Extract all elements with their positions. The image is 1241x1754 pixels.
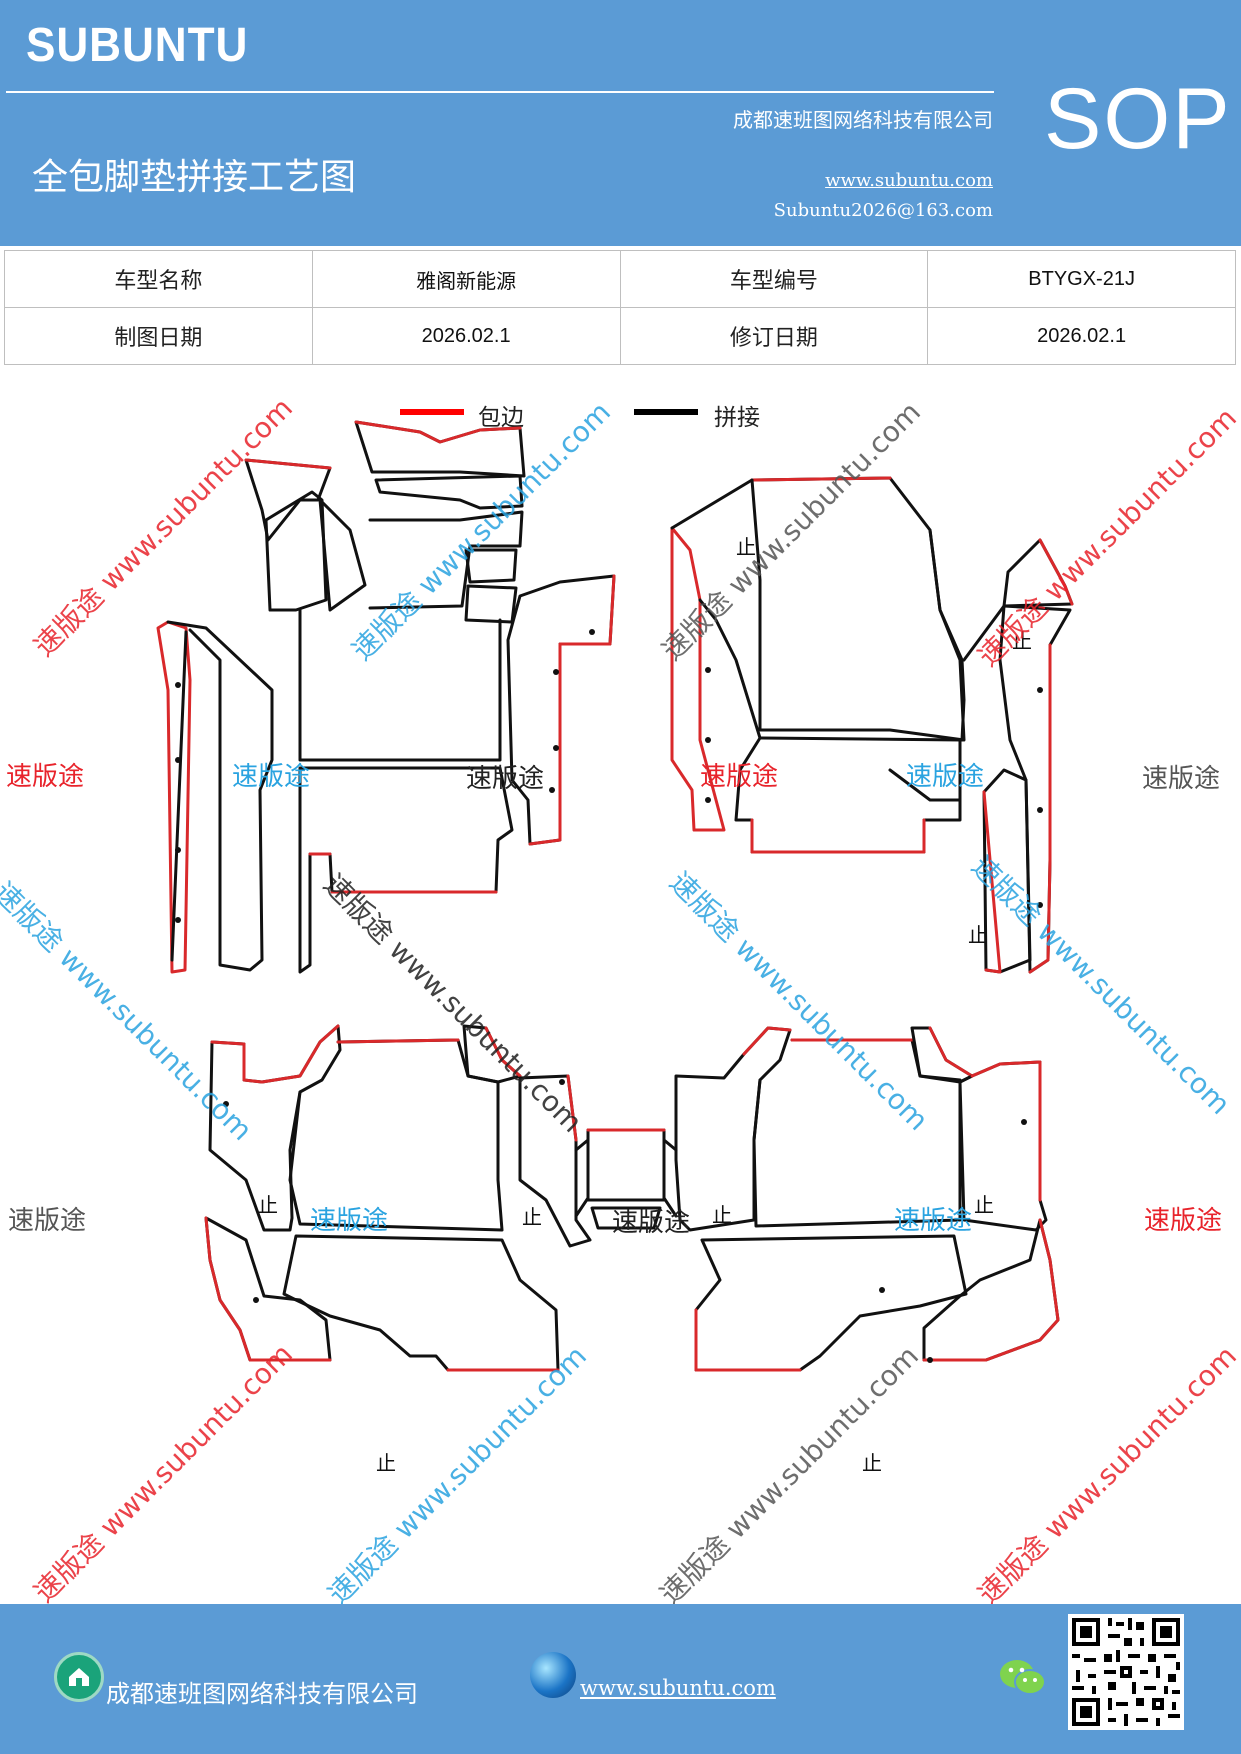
footer-company: 成都速班图网络科技有限公司 xyxy=(106,1680,418,1708)
legend-label-seam: 拼接 xyxy=(714,405,760,431)
stop-mark: 止 xyxy=(522,1205,542,1229)
stop-mark: 止 xyxy=(258,1193,278,1217)
watermark-brand: 速版途 xyxy=(1144,1206,1223,1236)
watermark-brand: 速版途 xyxy=(894,1206,973,1236)
rear-right-mat xyxy=(674,1026,1060,1372)
mat-pattern-drawing: 止 止 止 止 止 止 止 止 止 xyxy=(156,420,1074,1475)
value-revision-date: 2026.02.1 xyxy=(927,307,1236,365)
company-name: 成都速班图网络科技有限公司 xyxy=(733,108,993,132)
stop-mark: 止 xyxy=(712,1203,732,1227)
globe-icon xyxy=(530,1652,576,1698)
front-left-mat xyxy=(156,420,616,974)
middle-hump-mat xyxy=(574,1128,678,1230)
watermark-brand: 速版途 xyxy=(8,1206,87,1236)
home-icon xyxy=(54,1652,104,1702)
header-divider xyxy=(6,91,994,93)
value-draw-date: 2026.02.1 xyxy=(311,307,621,365)
legend: 包边 拼接 xyxy=(400,398,1000,438)
label-revision-date: 修订日期 xyxy=(619,307,929,365)
front-right-mat xyxy=(670,476,1074,974)
footer-bar: 成都速班图网络科技有限公司 www.subuntu.com xyxy=(0,1604,1241,1754)
document-title: 全包脚垫拼接工艺图 xyxy=(32,157,357,198)
stop-mark: 止 xyxy=(736,535,756,559)
value-model-code: BTYGX-21J xyxy=(927,250,1236,308)
stop-mark: 止 xyxy=(1012,629,1032,653)
footer-website-link[interactable]: www.subuntu.com xyxy=(580,1676,776,1700)
sop-label: SOP xyxy=(1044,71,1232,167)
stop-mark: 止 xyxy=(376,1451,396,1475)
label-draw-date: 制图日期 xyxy=(4,307,313,365)
qr-code[interactable] xyxy=(1068,1614,1184,1730)
brand-logo-text: SUBUNTU xyxy=(26,19,249,72)
watermark-brand: 速版途 xyxy=(700,762,779,792)
header-banner: SUBUNTU 成都速班图网络科技有限公司 全包脚垫拼接工艺图 www.subu… xyxy=(0,0,1241,246)
watermark-brand: 速版途 xyxy=(906,762,985,792)
label-model-code: 车型编号 xyxy=(619,250,929,308)
email-address[interactable]: Subuntu2026@163.com xyxy=(773,200,993,221)
table-row: 制图日期 2026.02.1 修订日期 2026.02.1 xyxy=(4,307,1236,365)
vehicle-info-table: 车型名称 雅阁新能源 车型编号 BTYGX-21J 制图日期 2026.02.1… xyxy=(4,250,1236,365)
label-model-name: 车型名称 xyxy=(4,250,313,308)
table-row: 车型名称 雅阁新能源 车型编号 BTYGX-21J xyxy=(4,250,1236,308)
watermark-brand: 速版途 xyxy=(310,1206,389,1236)
wechat-icon xyxy=(998,1656,1048,1700)
legend-label-edge: 包边 xyxy=(478,405,524,431)
stop-mark: 止 xyxy=(974,1193,994,1217)
watermark-brand: 速版途 xyxy=(466,764,545,794)
stop-mark: 止 xyxy=(862,1451,882,1475)
rear-left-mat xyxy=(204,1024,592,1372)
watermark-brand: 速版途 xyxy=(232,762,311,792)
watermark-brand: 速版途 xyxy=(612,1208,691,1238)
value-model-name: 雅阁新能源 xyxy=(311,250,621,308)
watermark-brand: 速版途 xyxy=(6,762,85,792)
legend-swatch-edge xyxy=(400,409,464,415)
watermark-brand: 速版途 xyxy=(1142,764,1221,794)
stop-mark: 止 xyxy=(968,923,988,947)
legend-swatch-seam xyxy=(634,409,698,415)
website-link[interactable]: www.subuntu.com xyxy=(825,170,993,191)
